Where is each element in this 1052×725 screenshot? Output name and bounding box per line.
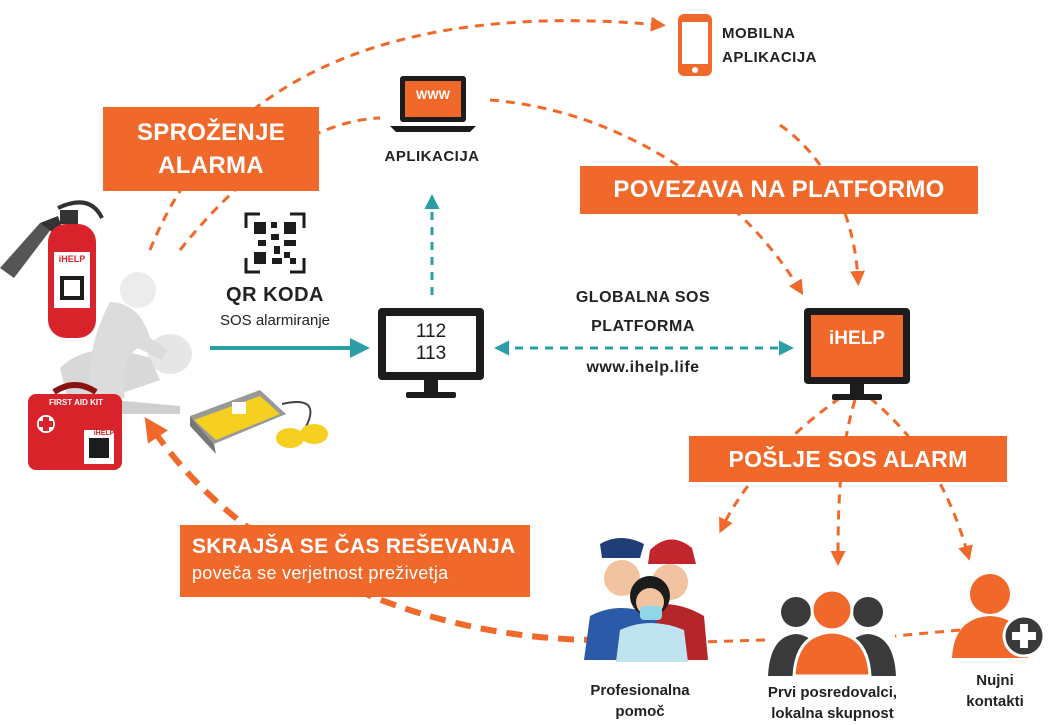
cpr-people-icon — [60, 272, 192, 414]
global-platform-line1: GLOBALNA SOS — [575, 289, 711, 306]
platform-connect-box: POVEZAVA NA PLATFORMO — [580, 166, 978, 214]
emergency-contact-icon — [952, 574, 1046, 658]
fire-extinguisher-icon — [0, 200, 104, 338]
www-text: WWW — [416, 88, 450, 102]
emergency-line2: kontakti — [966, 693, 1024, 710]
number-112: 112 — [415, 321, 447, 342]
ihelp-monitor-icon — [804, 308, 910, 400]
alarm-trigger-line1: SPROŽENJE — [136, 119, 286, 146]
qr-subtitle: SOS alarmiranje — [219, 312, 331, 329]
rescue-time-box: SKRAJŠA SE ČAS REŠEVANJA poveča se verje… — [180, 525, 530, 597]
arrow-to-emergency — [869, 396, 973, 561]
mobile-app-line2: APLIKACIJA — [722, 49, 818, 66]
defibrillator-icon — [190, 390, 328, 454]
first-aid-kit-icon — [28, 382, 122, 470]
alarm-trigger-line2: ALARMA — [158, 152, 264, 179]
arc-mobile-to-platform — [779, 123, 866, 286]
qr-title: QR KODA — [226, 284, 324, 306]
professional-help-icon — [584, 538, 708, 662]
pro-help-label: Profesionalna pomoč — [560, 680, 720, 722]
first-resp-line1: Prvi posredovalci, — [767, 684, 898, 701]
number-113: 113 — [415, 343, 447, 364]
platform-url: www.ihelp.life — [586, 359, 700, 376]
mobile-app-line1: MOBILNA — [722, 25, 796, 42]
pro-help-line2: pomoč — [615, 703, 665, 720]
extinguisher-brand: iHELP — [58, 254, 86, 264]
qr-code-icon — [244, 212, 306, 274]
arc-web-to-platform — [489, 98, 804, 296]
first-responders-label: Prvi posredovalci, lokalna skupnost — [735, 682, 930, 724]
pro-help-line1: Profesionalna — [590, 682, 690, 699]
global-platform-line2: PLATFORMA — [591, 318, 695, 335]
emergency-numbers: 112 113 — [386, 321, 476, 365]
send-alarm-box: POŠLJE SOS ALARM — [689, 436, 1007, 482]
rescue-title: SKRAJŠA SE ČAS REŠEVANJA — [192, 535, 516, 558]
global-platform-label: GLOBALNA SOS PLATFORMA — [540, 283, 746, 341]
ihelp-brand: iHELP — [829, 328, 885, 349]
web-app-label: APLIKACIJA — [384, 148, 480, 165]
first-resp-line2: lokalna skupnost — [771, 705, 894, 722]
alarm-trigger-box: SPROŽENJE ALARMA — [103, 107, 319, 191]
first-aid-kit-label: FIRST AID KIT — [49, 398, 103, 407]
first-responders-icon — [768, 588, 896, 676]
link-emergency-first-resp — [894, 628, 961, 638]
emergency-contacts-label: Nujni kontakti — [940, 670, 1050, 712]
laptop-icon — [390, 76, 476, 132]
arrow-to-first-resp — [830, 399, 857, 566]
mobile-phone-icon — [678, 14, 712, 76]
link-first-resp-pro — [699, 638, 766, 644]
monitor-icon — [378, 308, 484, 398]
rescue-subtitle: poveča se verjetnost preživetja — [192, 563, 449, 583]
emergency-line1: Nujni — [976, 672, 1014, 689]
mobile-app-label: MOBILNA APLIKACIJA — [722, 22, 842, 70]
kit-brand: iHELP — [93, 430, 115, 437]
